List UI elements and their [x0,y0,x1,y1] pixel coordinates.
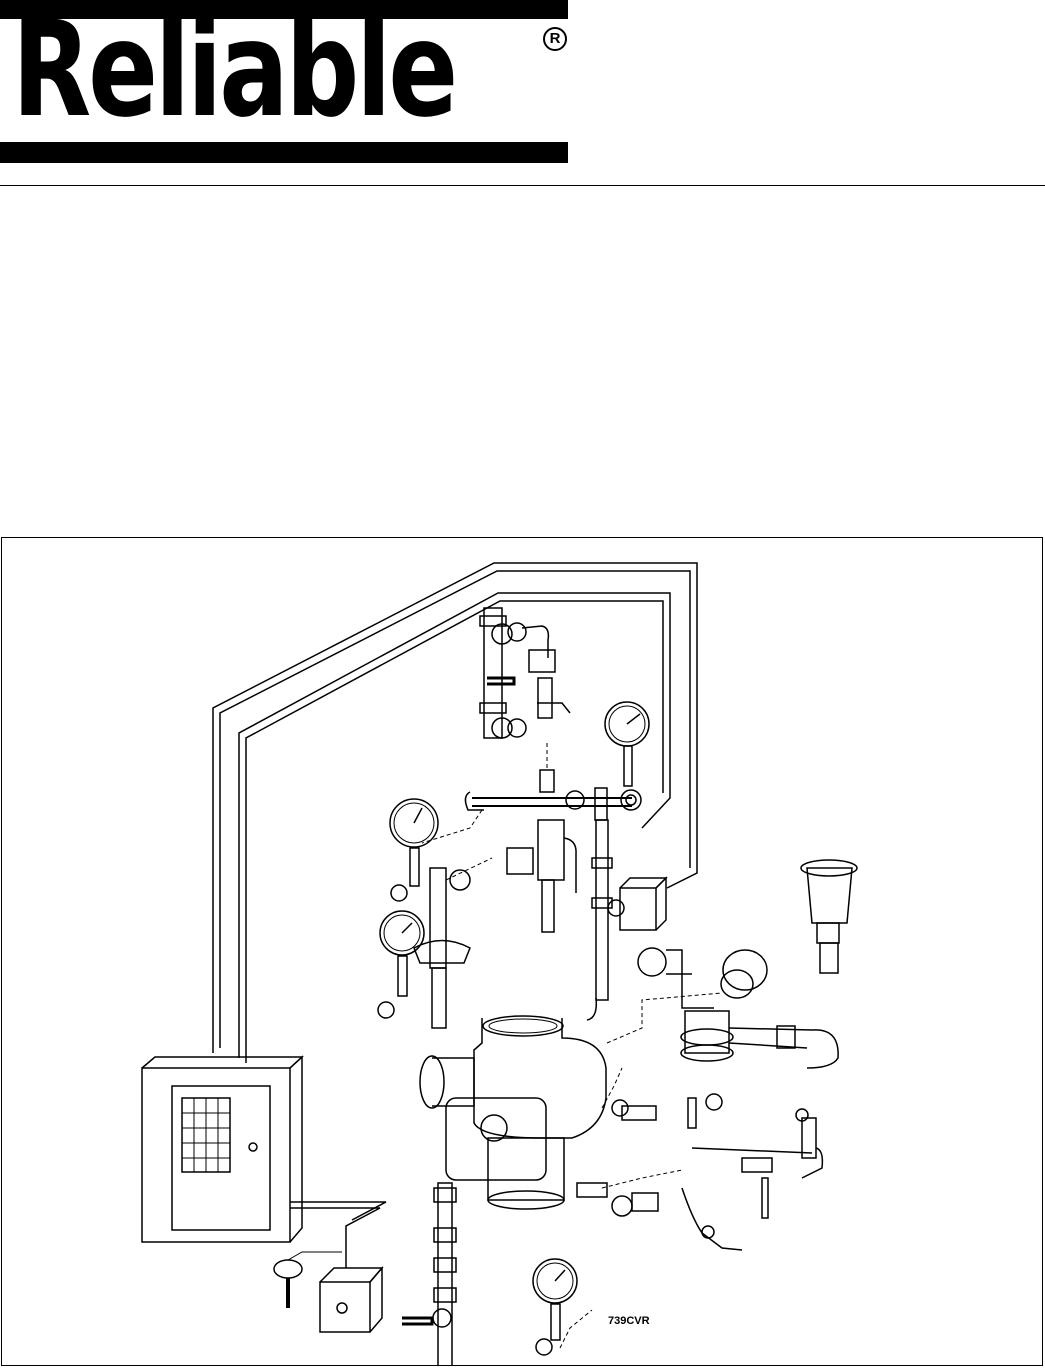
header-divider [0,185,1045,186]
logo-wordmark: Reliable [12,4,455,136]
valve-assembly-illustration [2,538,1042,1365]
figure-code: 739CVR [608,1315,650,1327]
reliable-logo: Reliable R [0,0,568,163]
registered-mark-icon: R [543,27,567,51]
logo-bottom-bar [0,142,568,163]
valve-assembly-figure: 739CVR [1,537,1043,1366]
